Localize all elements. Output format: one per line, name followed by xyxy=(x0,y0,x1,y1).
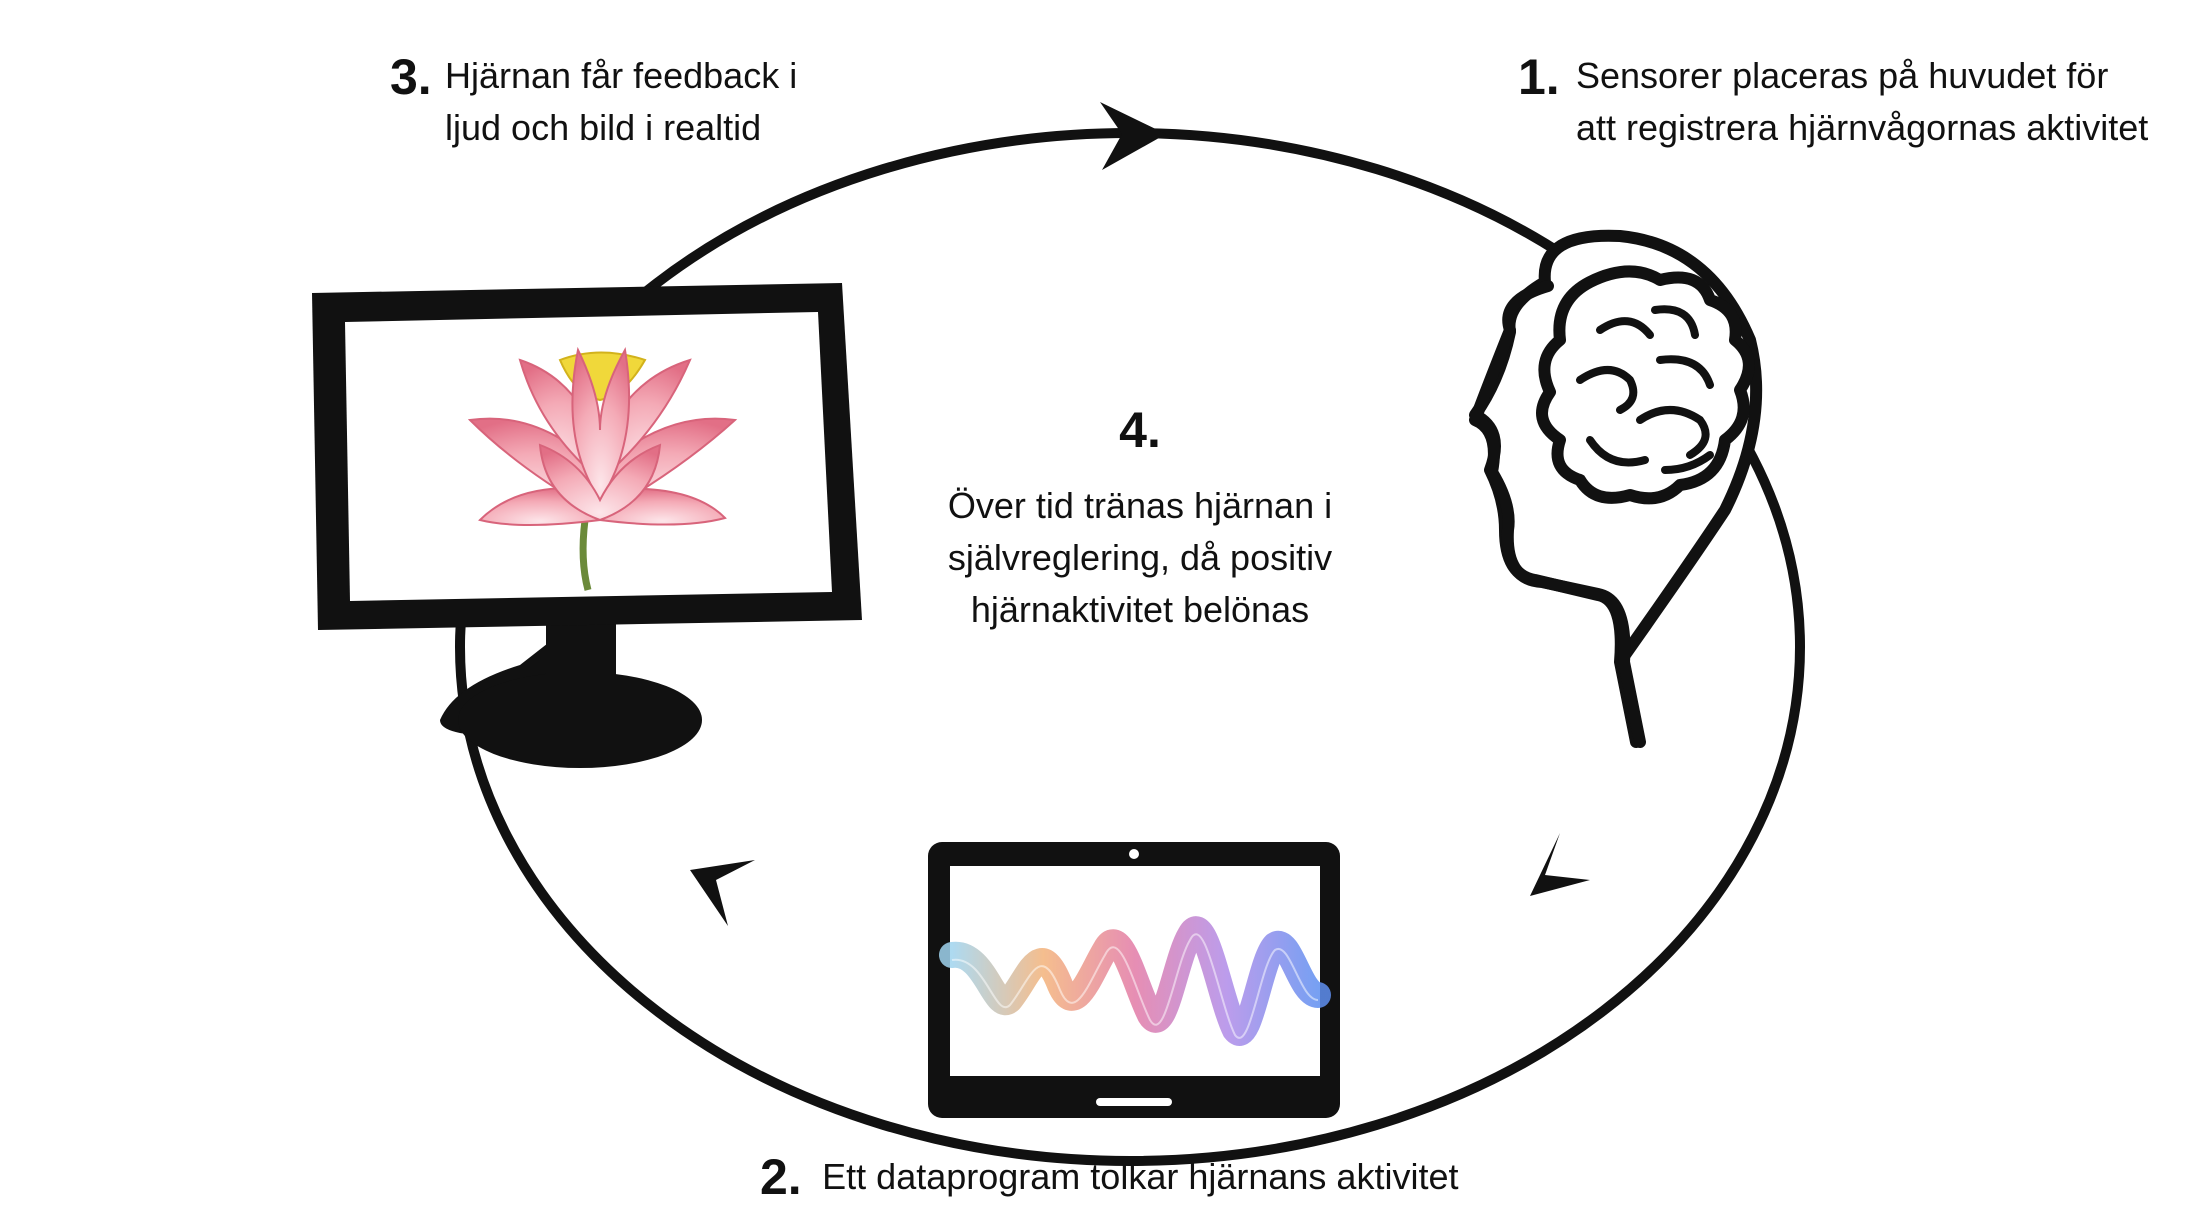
brainwave-icon xyxy=(939,916,1331,1046)
step-2-label: 2. Ett dataprogram tolkar hjärnans aktiv… xyxy=(760,1148,1660,1206)
cycle-arrow-icon xyxy=(1100,102,1166,170)
step-4-line-3: hjärnaktivitet belönas xyxy=(970,589,1310,630)
step-4-label: 4. Över tid tränas hjärnan i självregler… xyxy=(860,400,1420,636)
step-2-text: Ett dataprogram tolkar hjärnans aktivite… xyxy=(822,1156,1459,1197)
step-3-number: 3. xyxy=(390,49,432,105)
head-with-brain-icon xyxy=(1469,229,1763,748)
step-4-line-1: Över tid tränas hjärnan i xyxy=(947,485,1333,526)
step-4-number: 4. xyxy=(1119,402,1161,458)
step-3-line-1: Hjärnan får feedback i xyxy=(445,55,798,96)
step-3-line-2: ljud och bild i realtid xyxy=(445,107,762,148)
step-1-line-2: att registrera hjärnvågornas aktivitet xyxy=(1576,107,2149,148)
lotus-flower-icon xyxy=(467,346,738,591)
step-1-line-1: Sensorer placeras på huvudet för xyxy=(1576,55,2109,96)
cycle-arrow-icon xyxy=(690,860,755,926)
step-1-number: 1. xyxy=(1518,49,1560,105)
step-4-line-2: självreglering, då positiv xyxy=(947,537,1333,578)
step-2-number: 2. xyxy=(760,1149,802,1205)
cycle-arrow-icon xyxy=(1530,833,1590,896)
